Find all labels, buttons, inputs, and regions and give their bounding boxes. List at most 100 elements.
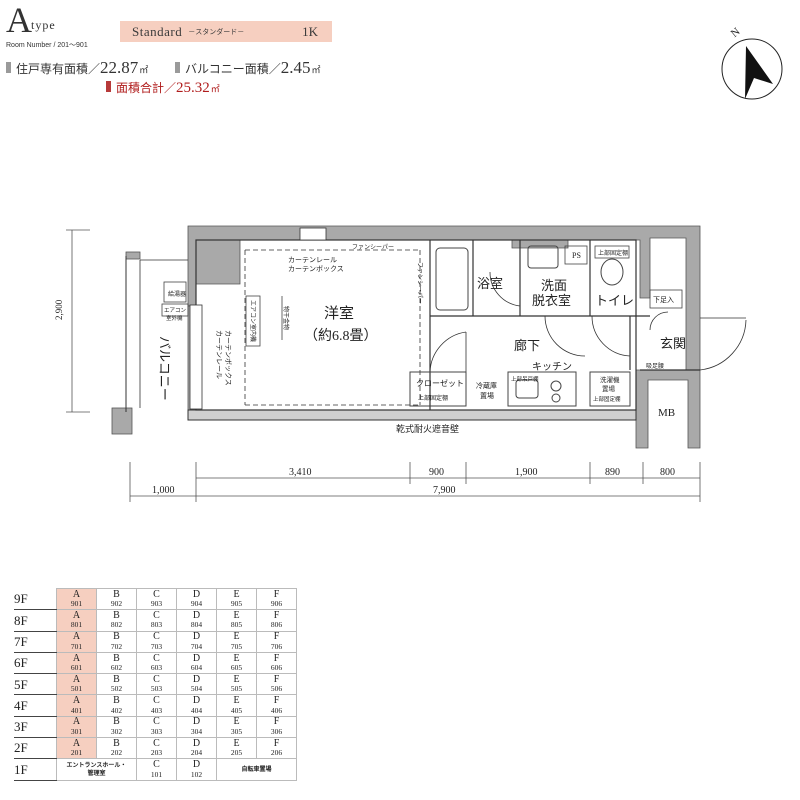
balcony-sliding-door [189,304,203,410]
unit-letter: E [233,588,240,600]
stove-icon [551,393,561,403]
sink [527,245,559,269]
kitchen-sink [515,379,539,399]
shoe-rack-label: 下足入 [653,296,674,304]
dim-total-width: 7,900 [433,485,456,496]
unit-number: 603 [150,663,163,673]
curtain-top-label-1: カーテンレール [288,256,337,264]
unit-number: 506 [270,684,283,694]
floor-row-1f: 1F エントランスホール・ 管理室 C 101 D 102 自転車置場 [14,758,297,781]
unit-number: 901 [70,599,83,609]
washer-label-2: 置場 [602,384,616,393]
unit-number: 302 [110,726,123,736]
unit-letter: D [192,759,201,771]
entrance-hall-cell: エントランスホール・ 管理室 [56,758,137,781]
unit-letter: D [192,737,201,749]
plan-name: Standard [132,23,183,39]
unit-number: 502 [110,684,123,694]
curtain-side-label-2: カーテンレール [215,330,223,379]
aircon-label: エアコン室内機 [249,300,257,342]
room-number-range: Room Number / 201～901 [6,42,88,49]
balcony-label: バルコニー [157,336,172,401]
toilet-shelf-label: 上部固定棚 [598,249,628,257]
unit-letter: F [273,652,280,664]
fansipa-top-label: ファンシーパー [352,244,394,251]
unit-letter: D [192,652,201,664]
total-area-value: 25.32 [176,80,210,96]
dim-segment-5: 800 [660,467,675,478]
ps-box [564,245,588,265]
entrance-label: 玄関 [660,336,686,351]
washer-label-1: 洗濯機 [600,375,620,384]
unit-letter: A [72,652,81,664]
water-heater-label: 給湯器 [168,290,186,298]
floor-label: 2F [14,737,57,760]
stove-icon [550,380,562,392]
unit-letter: A [72,673,81,685]
unit-number: 706 [270,641,283,651]
unit-number: 704 [190,641,203,651]
washer-area [589,371,631,407]
unit-number: 403 [150,705,163,715]
unit-number: 404 [190,705,203,715]
corridor-label: 廊下 [514,338,540,353]
unit-letter: C [153,673,160,685]
door-swings [429,271,747,374]
fridge-label-2: 置場 [480,391,494,400]
outdoor-unit-label-2: 室外機 [166,314,183,322]
mb-label: MB [658,407,675,419]
unit-letter: B [113,652,120,664]
dimension-lines [66,229,701,502]
private-area-row: 住戸専有面積／ 22.87 ㎡ [6,58,148,78]
dim-height: 2,900 [54,299,64,320]
closet-shelf-label: 上部固定棚 [418,394,448,402]
ps-label: PS [572,251,581,260]
floor-label: 8F [14,609,57,632]
plan-layout: 1K [302,23,318,39]
compass-letter: N [729,26,743,40]
floor-label: 3F [14,716,57,739]
unit-number: 504 [190,684,203,694]
unit-number: 801 [70,620,83,630]
unit-letter: F [273,631,280,643]
unit-letter: B [113,673,120,685]
unit-number: 102 [190,769,203,779]
unit-number: 702 [110,641,123,651]
management-room-text: 管理室 [87,769,106,777]
unit-letter: E [233,737,240,749]
area-unit: ㎡ [210,84,220,94]
floor-label: 6F [14,652,57,675]
shoe-rack [649,289,683,309]
unit-letter: A [72,631,81,643]
unit-letter: F [273,609,280,621]
unit-number: 303 [150,726,163,736]
western-room-label: 洋室 [324,305,354,322]
curtain-side-label-1: カーテンボックス [224,330,232,386]
total-area-row: 面積合計／ 25.32 ㎡ [106,79,220,97]
unit-letter: A [72,737,81,749]
type-letter: A [6,0,32,40]
unit-letter: C [153,695,160,707]
unit-letter: A [72,695,81,707]
floor-label: 1F [14,758,57,781]
washroom-label-1: 洗面 [541,278,567,293]
unit-letter: E [233,652,240,664]
balcony [125,256,189,412]
